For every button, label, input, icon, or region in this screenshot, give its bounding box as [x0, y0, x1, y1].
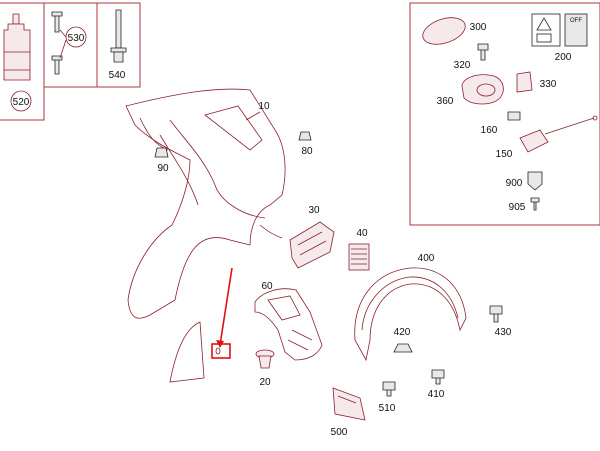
label-540: 540 [109, 70, 126, 81]
part-360-fuel-housing[interactable]: 360 [437, 74, 504, 107]
part-80-clip[interactable]: 80 [298, 131, 313, 157]
part-330-cover[interactable]: 330 [516, 71, 557, 93]
part-540-long-bolt[interactable]: 540 [109, 9, 127, 81]
label-510: 510 [379, 403, 396, 414]
label-330: 330 [540, 79, 557, 90]
label-80: 80 [301, 146, 313, 157]
part-420-clip[interactable]: 420 [393, 327, 413, 353]
part-530-screws[interactable]: 530 [51, 11, 87, 75]
pointer-line [219, 267, 233, 346]
part-30-bracket[interactable]: 30 [289, 205, 335, 269]
warning-sign-off-text: OFF [570, 18, 582, 24]
label-320: 320 [454, 60, 471, 71]
part-520-spray-can[interactable]: 520 [3, 13, 32, 112]
part-90-clip[interactable]: 90 [154, 147, 169, 174]
part-sealing-strip[interactable] [169, 321, 205, 383]
fuel-flap-box-frame [409, 2, 600, 226]
label-905: 905 [509, 202, 526, 213]
part-430-screw[interactable]: 430 [489, 305, 512, 338]
label-500: 500 [331, 427, 348, 438]
part-510-screw[interactable]: 510 [379, 381, 396, 414]
label-40: 40 [356, 228, 368, 239]
part-905-pin[interactable]: 905 [509, 197, 540, 213]
box-530-frame [43, 3, 98, 88]
label-20: 20 [259, 377, 271, 388]
part-200-warning-sign[interactable]: OFF 200 [531, 13, 588, 63]
label-90: 90 [157, 163, 169, 174]
label-900: 900 [506, 178, 523, 189]
part-900-plug[interactable]: 900 [506, 171, 543, 191]
label-420: 420 [394, 327, 411, 338]
label-160: 160 [481, 125, 498, 136]
part-500-mud-flap[interactable]: 500 [331, 387, 366, 438]
part-300-fuel-flap[interactable]: 300 [419, 13, 487, 49]
accessory-boxes [0, 2, 141, 121]
label-300: 300 [470, 22, 487, 33]
label-530: 530 [68, 33, 85, 44]
part-410-screw[interactable]: 410 [428, 369, 445, 400]
part-60-inner-trim[interactable]: 60 [254, 281, 323, 361]
label-10: 10 [258, 101, 270, 112]
label-150: 150 [496, 149, 513, 160]
label-430: 430 [495, 327, 512, 338]
label-520: 520 [13, 97, 30, 108]
label-400: 400 [418, 253, 435, 264]
highlight-marker [211, 267, 233, 359]
part-10-side-panel[interactable]: 10 [125, 88, 286, 319]
label-360: 360 [437, 96, 454, 107]
callout-circle-520 [10, 90, 32, 112]
label-60: 60 [261, 281, 273, 292]
part-400-wheel-arch-liner[interactable]: 400 [354, 253, 467, 362]
part-160-clip[interactable]: 160 [481, 111, 521, 136]
part-320-screw[interactable]: 320 [454, 43, 489, 71]
part-20-grommet[interactable]: 20 [255, 349, 275, 388]
label-30: 30 [308, 205, 320, 216]
label-410: 410 [428, 389, 445, 400]
part-150-actuator[interactable]: 150 [496, 115, 598, 160]
part-40-vent-grille[interactable]: 40 [348, 228, 370, 271]
highlight-box [211, 343, 231, 359]
label-200: 200 [555, 52, 572, 63]
